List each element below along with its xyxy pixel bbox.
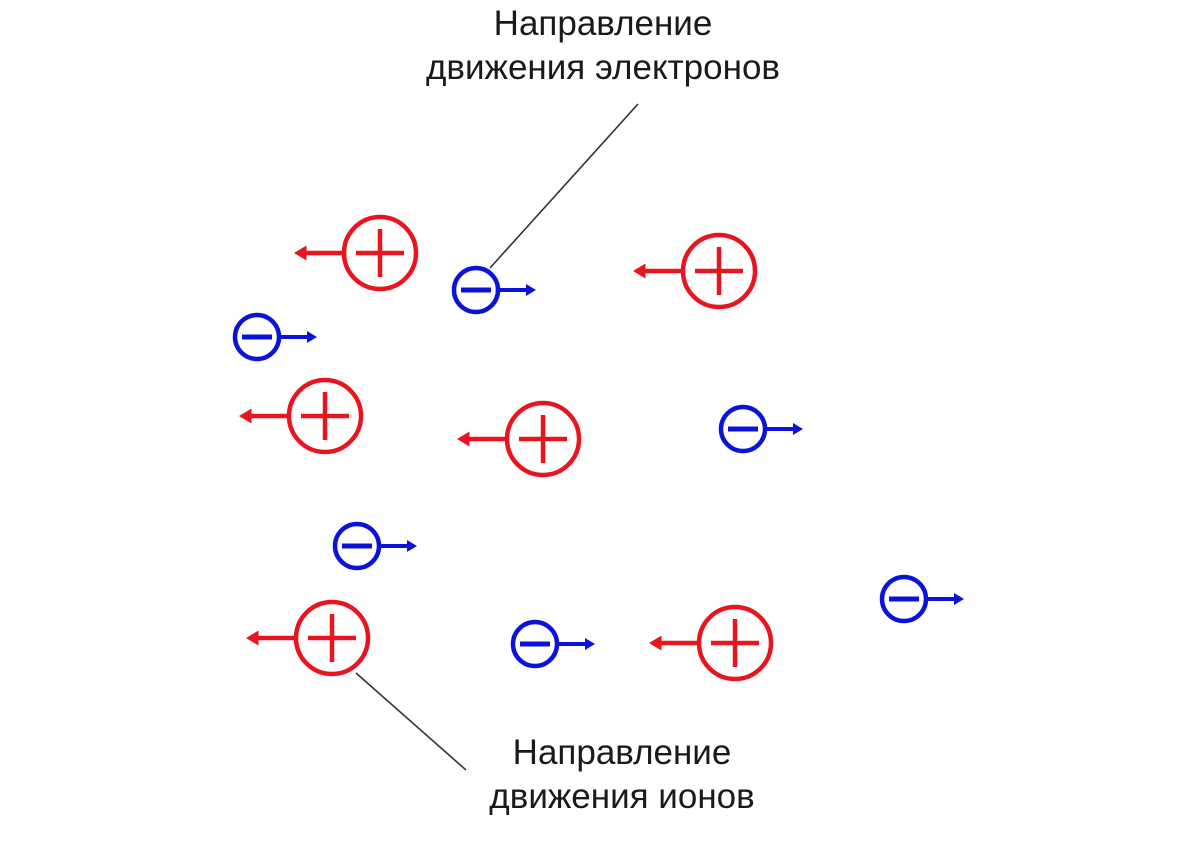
ion-arrow-head bbox=[239, 408, 252, 424]
ion-direction-caption: Направление движения ионов bbox=[412, 731, 832, 819]
ion-arrow-head bbox=[649, 635, 662, 651]
ion-arrow-head bbox=[457, 431, 470, 447]
ion-arrow-head bbox=[246, 630, 259, 646]
electron-arrow-head bbox=[307, 331, 317, 343]
electron-direction-caption: Направление движения электронов bbox=[383, 2, 823, 90]
electron-caption-line1: Направление bbox=[493, 4, 713, 43]
electron-arrow-head bbox=[526, 284, 536, 296]
particles-group bbox=[232, 214, 964, 682]
electron-arrow-head bbox=[407, 540, 417, 552]
electron-arrow-head bbox=[585, 638, 595, 650]
ion-caption-line1: Направление bbox=[512, 733, 732, 772]
ion-caption-line2: движения ионов bbox=[489, 777, 755, 816]
ion-arrow-head bbox=[294, 245, 307, 261]
electron-label-leader-line bbox=[489, 103, 639, 269]
electron-arrow-head bbox=[793, 423, 803, 435]
ion-arrow-head bbox=[633, 263, 646, 279]
electron-caption-line2: движения электронов bbox=[425, 48, 781, 87]
ion-label-leader-line bbox=[355, 672, 467, 771]
electron-arrow-head bbox=[954, 593, 964, 605]
